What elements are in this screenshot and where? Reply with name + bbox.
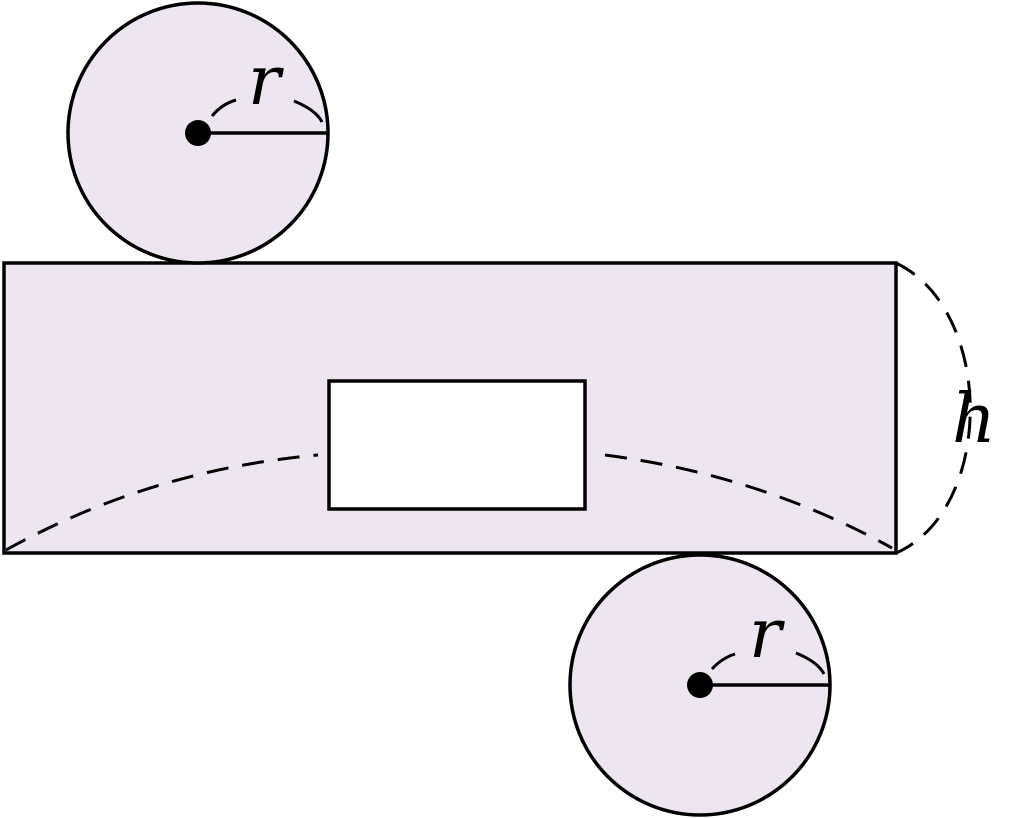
dashed-arc-right xyxy=(604,453,893,550)
height-dashed-arc xyxy=(895,261,972,555)
top-radius-dashed-arc xyxy=(210,98,324,123)
bottom-radius-dashed-arc xyxy=(710,651,826,675)
dashed-arc-left xyxy=(5,453,319,552)
window-rectangle xyxy=(327,379,587,511)
bottom-center-dot xyxy=(687,672,713,698)
top-radius-label: r xyxy=(248,42,284,121)
top-center-dot xyxy=(185,120,211,146)
height-label: h xyxy=(952,380,996,459)
bottom-radius-label: r xyxy=(749,595,785,674)
